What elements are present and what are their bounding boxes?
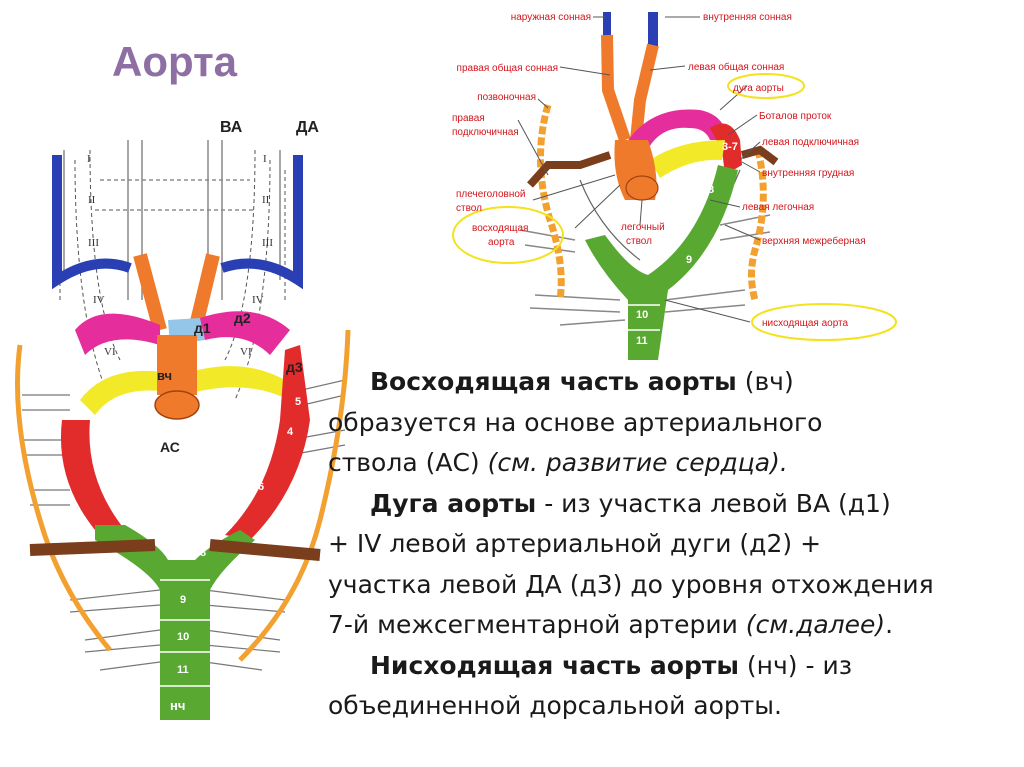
label-aortic-arch: дуга аорты	[733, 83, 784, 94]
term-arch: Дуга аорты	[370, 488, 537, 518]
label-va: ВА	[220, 119, 243, 136]
arch-i-right: I	[263, 153, 267, 165]
segment-10: 10	[177, 631, 189, 643]
segment-7: 7	[232, 507, 238, 519]
arch-ii-right: II	[262, 194, 270, 206]
r-segment-9: 9	[686, 254, 692, 266]
label-ascending-2: аорта	[488, 237, 515, 248]
r-segment-10: 10	[636, 309, 648, 321]
text-line: участка левой ДА (д3) до уровня отхожден…	[328, 569, 934, 599]
label-internal-thoracic: внутренняя грудная	[762, 168, 854, 179]
label-brachiocephalic-2: ствол	[456, 203, 482, 214]
text-line: объединенной дорсальной аорты.	[328, 691, 782, 720]
text-run: ствола (АС)	[328, 448, 488, 477]
arch-vi-right: VI	[240, 346, 252, 358]
segment-4: 4	[287, 426, 294, 438]
label-descending-aorta: нисходящая аорта	[762, 318, 849, 329]
arch-iv-right: IV	[252, 294, 264, 306]
label-external-carotid: наружная сонная	[511, 12, 591, 23]
text-run: - из участка левой ВА (д1)	[536, 488, 891, 518]
label-pulmonary-2: ствол	[626, 236, 652, 247]
label-left-pulmonary: левая легочная	[742, 202, 814, 213]
label-internal-carotid: внутренняя сонная	[703, 12, 792, 23]
label-d3: д3	[286, 359, 303, 375]
label-vertebral: позвоночная	[477, 92, 536, 103]
r-segment-3-7: 3-7	[722, 141, 738, 153]
paragraph-descending: Нисходящая часть аорты (нч) - из	[328, 646, 1018, 687]
left-diagram: I I II II III III IV IV VI VI ВА ДА д1 д…	[15, 119, 351, 720]
label-right-common-carotid: правая общая сонная	[457, 62, 558, 74]
term-descending: Нисходящая часть аорты	[370, 650, 739, 680]
text-italic: (см.далее)	[745, 610, 886, 639]
segment-5: 5	[295, 396, 301, 408]
label-ductus-botalli: Боталов проток	[759, 111, 832, 122]
label-superior-intercostal: верхняя межреберная	[762, 235, 866, 247]
text-run: (нч) - из	[738, 650, 852, 680]
label-right-subclavian-2: подключичная	[452, 127, 519, 138]
label-brachiocephalic-1: плечеголовной	[456, 189, 526, 200]
segment-11: 11	[177, 664, 189, 676]
arch-i-left: I	[87, 153, 91, 165]
r-segment-8: 8	[708, 184, 714, 196]
term-ascending: Восходящая часть аорты	[370, 367, 737, 396]
arch-iii-right: III	[262, 237, 273, 249]
label-left-subclavian: левая подключичная	[762, 137, 859, 148]
paragraph-arch: Дуга аорты - из участка левой ВА (д1)	[328, 484, 1018, 525]
paragraph-ascending: Восходящая часть аорты (вч)	[328, 362, 1018, 403]
label-right-subclavian-1: правая	[452, 113, 485, 124]
label-d2: д2	[234, 310, 251, 326]
label-d1: д1	[194, 320, 211, 336]
text-run: 7-й межсегментарной артерии	[328, 610, 746, 639]
text-line: ствола (АС) (см. развитие сердца).	[328, 443, 1018, 484]
label-pulmonary-1: легочный	[621, 222, 665, 233]
label-ascending-1: восходящая	[472, 223, 528, 234]
text-line: образуется на основе артериального	[328, 407, 823, 437]
description-text: Восходящая часть аорты (вч) образуется н…	[328, 362, 1018, 727]
text-run: (вч)	[736, 367, 794, 396]
label-da: ДА	[296, 119, 319, 136]
arch-vi-left: VI	[104, 346, 116, 358]
text-line: + IV левой артериальной дуги (д2) +	[328, 529, 822, 558]
right-diagram: наружная сонная внутренняя сонная правая…	[452, 12, 897, 360]
arch-iv-left: IV	[93, 294, 105, 306]
label-as: АС	[160, 439, 180, 455]
label-vch: вч	[157, 368, 172, 383]
segment-8: 8	[200, 547, 206, 559]
text-line: 7-й межсегментарной артерии (см.далее).	[328, 605, 1018, 646]
text-italic: (см. развитие сердца).	[487, 448, 788, 477]
r-segment-11: 11	[636, 335, 648, 347]
label-left-common-carotid: левая общая сонная	[688, 61, 784, 73]
arch-iii-left: III	[88, 237, 99, 249]
label-nch: нч	[170, 698, 185, 713]
arch-ii-left: II	[88, 194, 96, 206]
text-run: .	[885, 610, 894, 639]
segment-9: 9	[180, 594, 186, 606]
segment-6: 6	[258, 481, 264, 493]
slide-title: Аорта	[112, 38, 238, 85]
